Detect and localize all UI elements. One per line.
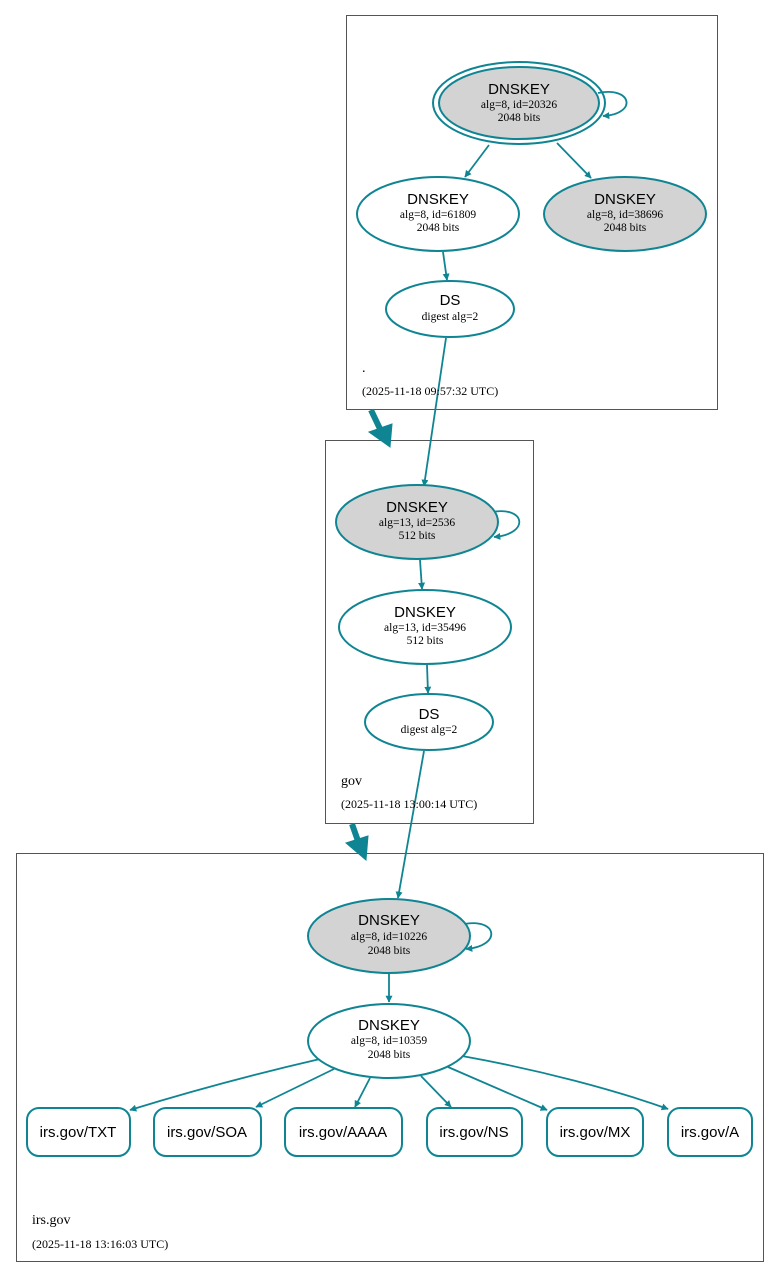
node-key-size: 512 bits bbox=[407, 635, 444, 647]
zone-root-name: . bbox=[362, 361, 366, 376]
node-root-ds: DS digest alg=2 bbox=[385, 280, 515, 338]
node-key-info: alg=8, id=10226 bbox=[351, 931, 427, 943]
rrset-txt: irs.gov/TXT bbox=[26, 1107, 131, 1157]
node-key-info: alg=8, id=61809 bbox=[400, 209, 476, 221]
node-gov-zsk: DNSKEY alg=13, id=35496 512 bits bbox=[338, 589, 512, 665]
edge-irs-zsk-mx bbox=[447, 1066, 548, 1111]
rrset-label: irs.gov/SOA bbox=[167, 1124, 247, 1141]
edge-root-ksk-zsk2 bbox=[556, 142, 592, 179]
rrset-label: irs.gov/TXT bbox=[40, 1124, 117, 1141]
edge-irs-zsk-aaaa bbox=[354, 1077, 371, 1108]
edge-irs-zsk-ns bbox=[420, 1075, 452, 1108]
node-key-info: alg=8, id=38696 bbox=[587, 209, 663, 221]
rrset-label: irs.gov/NS bbox=[439, 1124, 508, 1141]
rrset-ns: irs.gov/NS bbox=[426, 1107, 523, 1157]
node-digest-info: digest alg=2 bbox=[401, 724, 458, 736]
delegation-arrow-root-gov bbox=[367, 408, 393, 448]
node-title: DS bbox=[440, 292, 461, 309]
rrset-mx: irs.gov/MX bbox=[546, 1107, 644, 1157]
node-key-size: 2048 bits bbox=[498, 112, 541, 124]
node-title: DNSKEY bbox=[394, 604, 456, 621]
node-key-size: 512 bits bbox=[399, 530, 436, 542]
zone-irs-name: irs.gov bbox=[32, 1213, 71, 1228]
node-gov-ksk: DNSKEY alg=13, id=2536 512 bits bbox=[335, 484, 499, 560]
edges bbox=[129, 90, 669, 1112]
zone-gov-name: gov bbox=[341, 774, 362, 789]
node-digest-info: digest alg=2 bbox=[422, 311, 479, 323]
zone-gov-timestamp: (2025-11-18 13:00:14 UTC) bbox=[341, 797, 477, 811]
edge-root-ds-gov-ksk bbox=[421, 337, 447, 487]
rrset-soa: irs.gov/SOA bbox=[153, 1107, 262, 1157]
edge-irs-ksk-self bbox=[463, 922, 493, 952]
rrset-label: irs.gov/AAAA bbox=[299, 1124, 387, 1141]
rrset-label: irs.gov/MX bbox=[560, 1124, 631, 1141]
node-key-info: alg=13, id=35496 bbox=[384, 622, 466, 634]
node-key-info: alg=13, id=2536 bbox=[379, 517, 455, 529]
edge-gov-ksk-zsk bbox=[418, 559, 426, 590]
node-root-ksk: DNSKEY alg=8, id=20326 2048 bits bbox=[432, 61, 606, 145]
edge-irs-zsk-txt bbox=[129, 1058, 321, 1112]
node-irs-ksk: DNSKEY alg=8, id=10226 2048 bits bbox=[307, 898, 471, 974]
node-gov-ds: DS digest alg=2 bbox=[364, 693, 494, 751]
node-title: DNSKEY bbox=[358, 1017, 420, 1034]
edge-gov-zsk-ds bbox=[424, 664, 432, 694]
node-key-size: 2048 bits bbox=[417, 222, 460, 234]
node-irs-zsk: DNSKEY alg=8, id=10359 2048 bits bbox=[307, 1003, 471, 1079]
node-title: DNSKEY bbox=[407, 191, 469, 208]
edge-root-zsk1-ds bbox=[442, 251, 450, 281]
node-title: DNSKEY bbox=[386, 499, 448, 516]
node-title: DNSKEY bbox=[358, 912, 420, 929]
node-key-info: alg=8, id=20326 bbox=[481, 99, 557, 111]
edge-gov-ksk-self bbox=[491, 510, 521, 540]
node-key-size: 2048 bits bbox=[604, 222, 647, 234]
node-root-zsk-61809: DNSKEY alg=8, id=61809 2048 bits bbox=[356, 176, 520, 252]
node-title: DNSKEY bbox=[488, 81, 550, 98]
rrset-label: irs.gov/A bbox=[681, 1124, 739, 1141]
node-key-info: alg=8, id=10359 bbox=[351, 1035, 427, 1047]
edge-root-ksk-self bbox=[597, 90, 628, 120]
edge-root-ksk-zsk1 bbox=[464, 144, 490, 178]
node-key-size: 2048 bits bbox=[368, 945, 411, 957]
edge-gov-ds-irs-ksk bbox=[395, 750, 425, 899]
delegation-arrow-gov-irs bbox=[344, 823, 369, 862]
zone-irs-timestamp: (2025-11-18 13:16:03 UTC) bbox=[32, 1237, 168, 1251]
edge-irs-zsk-soa bbox=[255, 1068, 335, 1108]
zone-root-timestamp: (2025-11-18 09:57:32 UTC) bbox=[362, 384, 498, 398]
node-key-size: 2048 bits bbox=[368, 1049, 411, 1061]
rrset-a: irs.gov/A bbox=[667, 1107, 753, 1157]
node-root-zsk-38696: DNSKEY alg=8, id=38696 2048 bits bbox=[543, 176, 707, 252]
rrset-aaaa: irs.gov/AAAA bbox=[284, 1107, 403, 1157]
node-title: DS bbox=[419, 706, 440, 723]
edge-irs-zsk-a bbox=[461, 1055, 669, 1111]
node-title: DNSKEY bbox=[594, 191, 656, 208]
